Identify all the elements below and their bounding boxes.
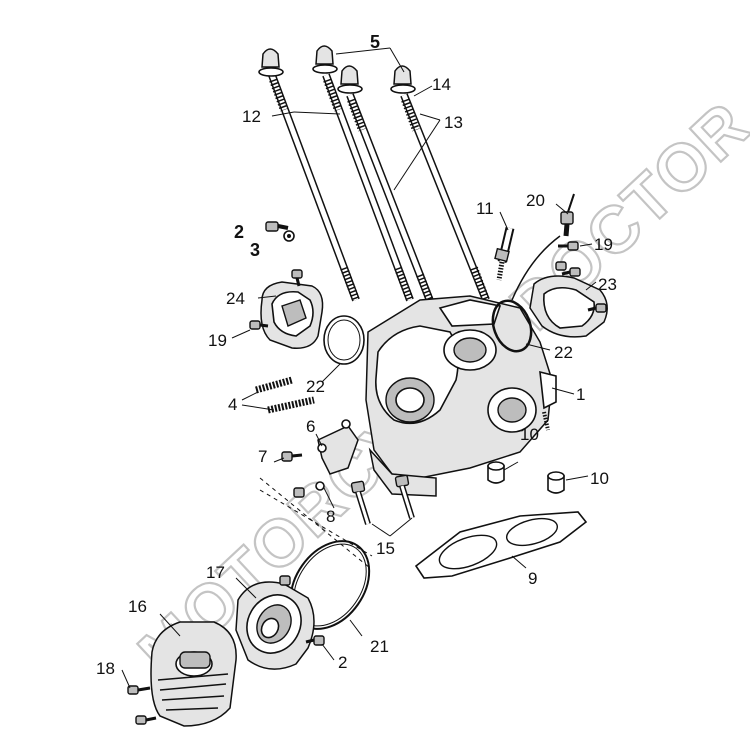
callout-23: 23 [598,275,617,294]
callout-8: 8 [326,507,335,526]
leader-lines [121,47,597,689]
callout-5: 5 [370,32,380,52]
end-plate [235,575,325,670]
callout-11: 11 [476,199,494,218]
callout-2-top: 2 [234,222,244,242]
callout-15: 15 [376,539,395,558]
callout-21: 21 [370,637,389,656]
callout-1: 1 [576,385,585,404]
callout-22-left: 22 [306,377,325,396]
callout-19-left: 19 [208,331,227,350]
callout-14: 14 [432,75,451,94]
cap-nut-4 [390,65,416,94]
callout-9: 9 [528,569,537,588]
long-bolts [350,474,415,525]
callout-12: 12 [242,107,261,126]
callout-labels: 1 2 2 3 4 5 6 7 8 9 10 10 11 12 13 14 15… [96,32,617,678]
temperature-sensor [511,193,575,301]
long-studs [268,73,490,308]
callout-16: 16 [128,597,147,616]
callout-7: 7 [258,447,267,466]
callout-13: 13 [444,113,463,132]
valve-cover-left [249,269,324,349]
callout-3: 3 [250,240,260,260]
callout-20: 20 [526,191,545,210]
callout-10-left: 10 [520,425,539,444]
cap-nut-2 [312,45,338,74]
cylinder-head [365,295,557,497]
callout-24: 24 [226,289,245,308]
stud-4 [400,93,490,302]
head-gasket [414,511,588,579]
callout-22-right: 22 [554,343,573,362]
finned-side-cover [127,621,237,727]
stud-2 [322,73,414,302]
callout-2-bottom: 2 [338,653,347,672]
bolt-washer-set-top [265,221,295,242]
callout-19-right: 19 [594,235,613,254]
callout-4: 4 [228,395,237,414]
spark-plug [494,226,515,281]
retainer-plate [281,419,359,498]
stud-3 [346,93,436,308]
callout-17: 17 [206,563,225,582]
o-ring-left [323,315,365,365]
o-ring-right [491,299,533,353]
callout-10-right: 10 [590,469,609,488]
stud-1 [268,73,360,302]
cap-nuts [258,45,416,94]
cap-nut-3 [337,65,363,94]
valve-cover-right [529,241,608,338]
callout-6: 6 [306,417,315,436]
cap-nut-1 [258,48,284,77]
dowel-pins [487,461,565,494]
short-studs [255,376,315,414]
callout-18: 18 [96,659,115,678]
